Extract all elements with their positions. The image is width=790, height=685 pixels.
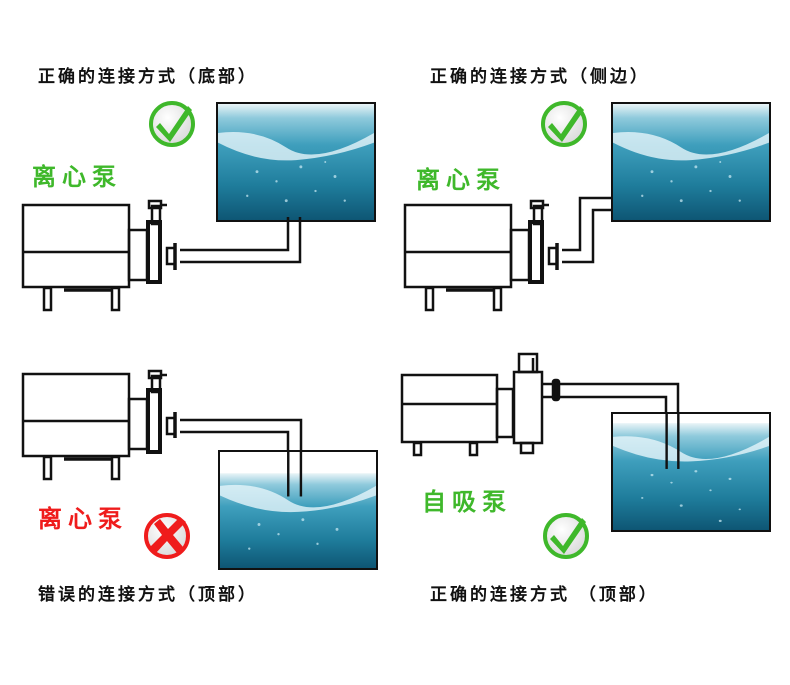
check-icon (540, 98, 590, 148)
panel-side-connection: 正确的连接方式（侧边） 离心泵 (390, 0, 785, 342)
pump-label: 离心泵 (416, 166, 506, 194)
pump-diagram (403, 196, 611, 312)
water-image (218, 104, 374, 220)
panel-caption: 正确的连接方式（侧边） (430, 67, 650, 87)
pump-label: 离心泵 (38, 505, 128, 533)
water-tank (216, 102, 376, 222)
pump-label: 自吸泵 (422, 488, 512, 516)
cross-icon (143, 510, 193, 560)
panel-top-connection-wrong: 离心泵 错误的连接方式（顶部） (0, 342, 395, 684)
panel-self-priming-top-connection: 自吸泵 正确的连接方式 （顶部） (390, 342, 785, 684)
pump-diagram (21, 199, 302, 312)
water-tank (218, 450, 378, 570)
water-tank (611, 102, 771, 222)
check-icon (148, 98, 198, 148)
panel-bottom-connection: 正确的连接方式（底部） 离心泵 (0, 0, 395, 342)
panel-caption: 错误的连接方式（顶部） (38, 585, 258, 605)
panel-caption: 正确的连接方式 （顶部） (430, 585, 659, 605)
water-image (613, 104, 769, 220)
water-tank (611, 412, 771, 532)
water-image (220, 452, 376, 568)
panel-caption: 正确的连接方式（底部） (38, 67, 258, 87)
pump-diagram (400, 352, 680, 482)
pump-label: 离心泵 (32, 163, 122, 191)
pump-diagram (21, 369, 303, 496)
water-image (613, 414, 769, 530)
check-icon (542, 510, 592, 560)
